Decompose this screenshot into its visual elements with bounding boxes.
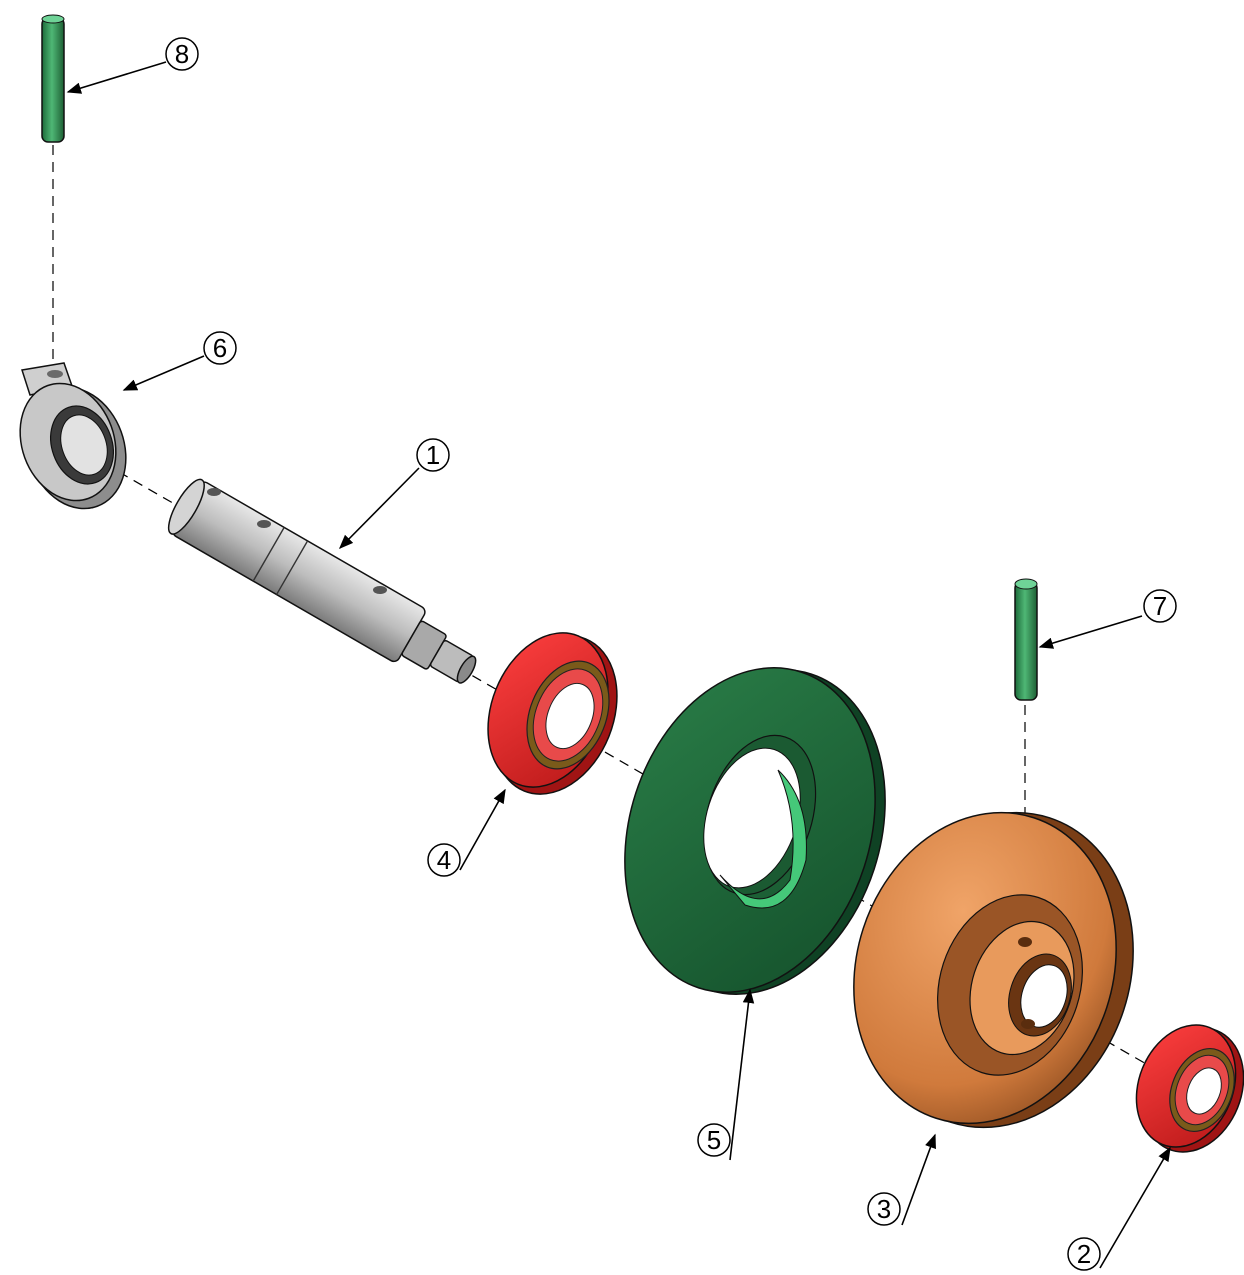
callout-4: 4 xyxy=(427,843,461,877)
callout-6: 6 xyxy=(203,331,237,365)
disc-flange xyxy=(624,667,886,995)
callout-2-number: 2 xyxy=(1077,1239,1091,1269)
callout-8-number: 8 xyxy=(175,39,189,69)
collar xyxy=(19,362,127,510)
callout-8: 8 xyxy=(165,37,199,71)
shaft xyxy=(167,478,477,684)
callout-1: 1 xyxy=(416,438,450,472)
callout-leaders xyxy=(66,61,1171,1269)
callout-3: 3 xyxy=(867,1192,901,1226)
callout-1-number: 1 xyxy=(426,440,440,470)
callout-balloons: 8 6 1 7 4 5 3 2 xyxy=(165,37,1177,1271)
callout-3-number: 3 xyxy=(877,1194,891,1224)
pin-right xyxy=(1014,578,1038,701)
bearing-small xyxy=(1135,1024,1244,1153)
pin-left xyxy=(41,14,65,143)
pulley-hub xyxy=(853,811,1134,1129)
callout-7-number: 7 xyxy=(1153,591,1167,621)
callout-5: 5 xyxy=(697,1123,731,1157)
callout-6-number: 6 xyxy=(213,333,227,363)
callout-7: 7 xyxy=(1143,589,1177,623)
bearing-large xyxy=(487,632,618,795)
callout-5-number: 5 xyxy=(707,1125,721,1155)
callout-2: 2 xyxy=(1067,1237,1101,1271)
callout-4-number: 4 xyxy=(437,845,451,875)
